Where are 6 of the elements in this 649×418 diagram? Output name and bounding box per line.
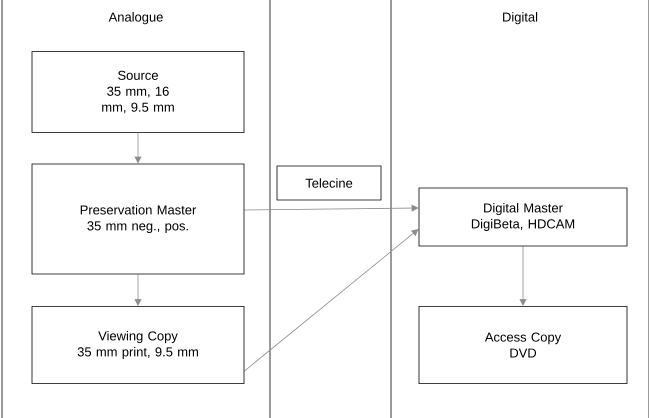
process-box: Digital Master DigiBeta, HDCAM xyxy=(418,188,628,246)
process-box: Viewing Copy 35 mm print, 9.5 mm xyxy=(32,306,244,384)
process-box: Source 35 mm, 16 mm, 9.5 mm xyxy=(32,51,244,133)
process-box: Access Copy DVD xyxy=(418,306,628,384)
process-box: Telecine xyxy=(276,166,382,200)
process-box: Preservation Master 35 mm neg., pos. xyxy=(32,164,244,274)
